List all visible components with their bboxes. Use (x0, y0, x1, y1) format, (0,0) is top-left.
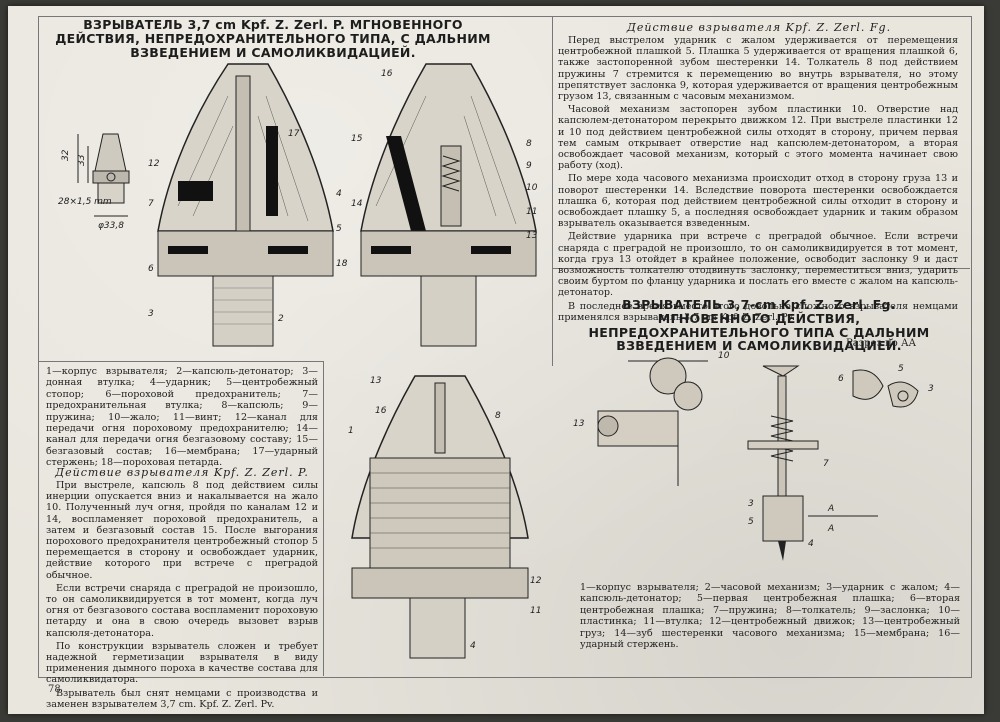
page-sheet: ВЗРЫВАТЕЛЬ 3,7 cm Kpf. Z. Zerl. P. МГНОВ… (8, 6, 984, 714)
page-frame (38, 16, 972, 678)
fig4-label-5b: 5 (898, 364, 904, 374)
legend-p: 1—корпус взрывателя; 2—капсюль-детонатор… (46, 366, 318, 469)
action-fg-paragraph: Часовой механизм застопорен зубом пласти… (558, 104, 958, 172)
fig2-label-8: 8 (526, 139, 532, 149)
fig3-label-4: 4 (470, 641, 476, 651)
fuze-p-section-drawing: 17 12 7 6 3 4 5 18 2 (148, 63, 348, 347)
fig4-label-3b: 3 (928, 384, 934, 394)
fig1-label-2: 2 (278, 314, 284, 324)
fig2-label-10: 10 (526, 183, 538, 193)
action-p-paragraph: Взрыватель был снят немцами с производст… (46, 687, 318, 710)
fig2-label-13: 13 (526, 231, 538, 241)
section-aa-label: Разрез по АА (846, 338, 917, 349)
fig1-label-6: 6 (148, 264, 154, 274)
action-fg-paragraph: Действие ударника при встрече с преградо… (558, 231, 958, 299)
fig1-label-18: 18 (336, 259, 348, 269)
legend-separator (38, 361, 323, 362)
action-p-paragraph: Если встречи снаряда с преградой не прои… (46, 582, 318, 639)
fig4-label-7: 7 (823, 459, 829, 469)
dim-thread: 28×1,5 mm (58, 197, 112, 207)
fig3-label-16: 16 (375, 406, 387, 416)
title-kpf-p: ВЗРЫВАТЕЛЬ 3,7 cm Kpf. Z. Zerl. P. МГНОВ… (55, 17, 491, 60)
action-fg-text: Перед выстрелом ударник с жалом удержива… (558, 35, 958, 325)
page-number: 78 (48, 684, 61, 695)
action-fg-header: Действие взрывателя Kpf. Z. Zerl. Fg. (626, 21, 892, 34)
action-p-header: Действие взрывателя Kpf. Z. Zerl. P. (55, 466, 309, 479)
fig4-label-6: 6 (838, 374, 844, 384)
fig4-label-3: 3 (748, 499, 754, 509)
legend-fg: 1—корпус взрывателя; 2—часовой механизм;… (580, 582, 960, 651)
section-separator (552, 268, 970, 269)
action-p-paragraph: По конструкции взрыватель сложен и требу… (46, 640, 318, 686)
fig1-label-12: 12 (148, 159, 160, 169)
fig4-label-4: 4 (808, 539, 814, 549)
fuze-detail-section-drawing: 13 16 1 8 12 11 4 (348, 375, 542, 659)
fig3-label-11: 11 (530, 606, 541, 616)
column-separator (552, 16, 553, 366)
fig1-label-4: 4 (336, 189, 342, 199)
fig4-label-a1: A (827, 504, 834, 514)
dim-33: 33 (77, 154, 87, 166)
fig2-label-11: 11 (526, 207, 537, 217)
fig1-label-17: 17 (288, 129, 300, 139)
external-view-drawing: 32 33 28×1,5 mm φ33,8 (58, 133, 130, 231)
fig4-label-a2: A (827, 524, 834, 534)
fig1-label-5: 5 (336, 224, 342, 234)
fig3-label-12: 12 (530, 576, 542, 586)
fig2-label-14: 14 (351, 199, 363, 209)
fig4-label-13: 13 (573, 419, 585, 429)
action-p-text: При выстреле, капсюль 8 под действием си… (46, 480, 318, 712)
fig1-label-3: 3 (148, 309, 154, 319)
fig4-label-5: 5 (748, 517, 754, 527)
fig4-label-10: 10 (718, 351, 730, 361)
dim-diameter: φ33,8 (98, 221, 124, 231)
lower-separator (323, 361, 324, 676)
fig2-label-16: 16 (381, 69, 393, 79)
fuze-fg-mechanism-drawing: 10 13 7 3 5 4 6 5 3 A A (573, 351, 934, 561)
fig1-label-7: 7 (148, 199, 154, 209)
title-kpf-fg: ВЗРЫВАТЕЛЬ 3,7-cm Kpf. Z. Zerl. Fg. МГНО… (588, 297, 930, 354)
fig3-label-8: 8 (495, 411, 501, 421)
fig2-label-15: 15 (351, 134, 363, 144)
action-fg-paragraph: По мере хода часового механизма происход… (558, 173, 958, 230)
fig3-label-13: 13 (370, 376, 382, 386)
action-fg-paragraph: В последнее время вместо этого довольно … (558, 300, 958, 323)
dim-32: 32 (61, 149, 71, 161)
action-fg-paragraph: Перед выстрелом ударник с жалом удержива… (558, 35, 958, 103)
fig3-label-1: 1 (348, 426, 354, 436)
action-p-paragraph: При выстреле, капсюль 8 под действием си… (46, 480, 318, 581)
fig2-label-9: 9 (526, 161, 532, 171)
fuze-p-section-2-drawing: 16 15 8 9 10 14 11 13 (351, 63, 538, 347)
